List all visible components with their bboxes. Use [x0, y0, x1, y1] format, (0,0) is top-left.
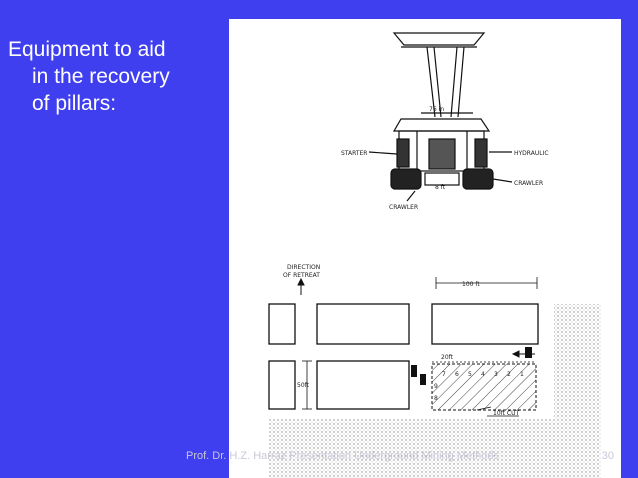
machine-marker-b — [420, 374, 426, 385]
svg-text:4: 4 — [481, 371, 485, 378]
footer-text: Prof. Dr. H.Z. Harraz Presentation Under… — [186, 450, 500, 462]
slide-footer: Prof. Dr. H.Z. Harraz Presentation Under… — [186, 450, 626, 462]
svg-text:5: 5 — [468, 371, 472, 378]
machine-drawing: 76 in — [368, 32, 513, 202]
heading-line-2: in the recovery — [32, 65, 170, 88]
figure-panel: 76 in STARTER HYDRAULIC CRAWLER CRAWLER … — [229, 19, 621, 478]
svg-text:6: 6 — [455, 371, 459, 378]
svg-text:3: 3 — [494, 371, 498, 378]
svg-text:1: 1 — [520, 371, 524, 378]
pillars — [268, 303, 539, 410]
page-number: 30 — [601, 450, 614, 462]
crawler-bottom-label: CRAWLER — [389, 204, 418, 211]
slide-heading: Equipment to aid in the recovery of pill… — [8, 36, 208, 117]
heading-line-3: of pillars: — [32, 92, 117, 115]
starter-label: STARTER — [341, 150, 367, 157]
extraction-pillar — [431, 363, 537, 411]
machine-marker-a — [411, 365, 417, 377]
span-label: 100 ft — [462, 281, 480, 288]
machine-marker-right — [525, 347, 532, 358]
small-dim-label: 8 ft — [435, 184, 446, 191]
svg-text:8: 8 — [434, 395, 438, 402]
crawler-right-label: CRAWLER — [514, 180, 543, 187]
svg-text:9: 9 — [434, 383, 438, 390]
pillar-dim-label: 50ft — [297, 382, 310, 389]
gob-area-bottom — [269, 419, 601, 478]
svg-text:7: 7 — [442, 371, 446, 378]
heading-line-1: Equipment to aid — [8, 38, 166, 61]
pillar-dimension — [302, 360, 312, 410]
span-dimension — [435, 277, 538, 289]
direction-line-1: DIRECTION — [287, 264, 320, 271]
width-label: 76 in — [429, 106, 444, 113]
hydraulic-label: HYDRAULIC — [514, 150, 549, 157]
cut-leader — [476, 406, 519, 417]
arrow-up-icon — [297, 277, 305, 295]
canopy-shape — [392, 32, 486, 46]
direction-line-2: OF RETREAT — [283, 272, 320, 279]
cut-label: 10ft CUT — [493, 410, 519, 417]
cut-numbers: 7 6 5 4 3 2 1 9 8 — [434, 371, 524, 402]
svg-text:2: 2 — [507, 371, 511, 378]
depth-label: 20ft — [441, 354, 454, 361]
equipment-diagram: 76 in STARTER HYDRAULIC CRAWLER CRAWLER … — [268, 32, 601, 478]
